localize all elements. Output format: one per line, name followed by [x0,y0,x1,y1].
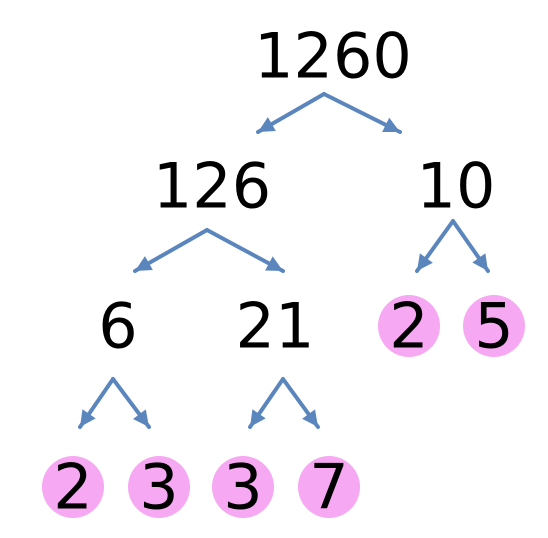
node-6-label: 6 [98,290,137,363]
branch-arrow-root-to-n126 [256,92,326,134]
prime-highlight-circle [212,456,274,518]
branch-arrow-n21-to-p7 [281,377,320,429]
prime-node-3-from-21: 3 [212,451,274,524]
branch-arrow-n126-to-n6 [133,228,209,273]
prime-node-5: 5 [463,290,525,363]
arrowhead-icon [133,409,149,427]
node-10-label: 10 [417,150,496,223]
branch-arrow-n6-to-p2b [78,377,115,429]
branch-arrow-n10-to-p2a [415,219,455,273]
arrowhead-icon [472,253,488,271]
prime-2-label: 2 [53,451,92,524]
node-21-label: 21 [236,290,315,363]
arrowhead-icon [302,409,318,427]
branch-arrow-root-to-n10 [322,92,402,134]
node-6: 6 [98,290,137,363]
arrowhead-icon [258,117,276,132]
prime-highlight-circle [128,456,190,518]
node-126-label: 126 [153,150,271,223]
prime-3-label: 3 [139,451,178,524]
arrowhead-icon [80,409,96,427]
prime-highlight-circle [378,295,440,357]
prime-5-label: 5 [474,290,513,363]
branch-arrow-n126-to-n21 [205,228,285,273]
branch-arrow-n21-to-p3b [248,377,285,429]
arrowhead-icon [135,256,153,271]
node-1260-label: 1260 [254,20,412,93]
branch-arrow-n10-to-p5 [451,219,490,273]
prime-node-3-from-6: 3 [128,451,190,524]
prime-highlight-circle [298,456,360,518]
node-10: 10 [417,150,496,223]
prime-node-2-from-10: 2 [378,290,440,363]
prime-node-2-from-6: 2 [42,451,104,524]
prime-highlight-circle [42,456,104,518]
prime-highlight-circle [463,295,525,357]
arrowhead-icon [250,409,266,427]
arrowhead-icon [382,117,400,132]
node-21: 21 [236,290,315,363]
prime-node-7: 7 [298,451,360,524]
prime-3-label: 3 [223,451,262,524]
factor-tree-arrows [78,92,490,429]
branch-arrow-n6-to-p3a [111,377,151,429]
prime-7-label: 7 [309,451,348,524]
arrowhead-icon [417,253,433,271]
arrowhead-icon [265,256,283,271]
prime-2-label: 2 [389,290,428,363]
node-1260: 1260 [254,20,412,93]
node-126: 126 [153,150,271,223]
